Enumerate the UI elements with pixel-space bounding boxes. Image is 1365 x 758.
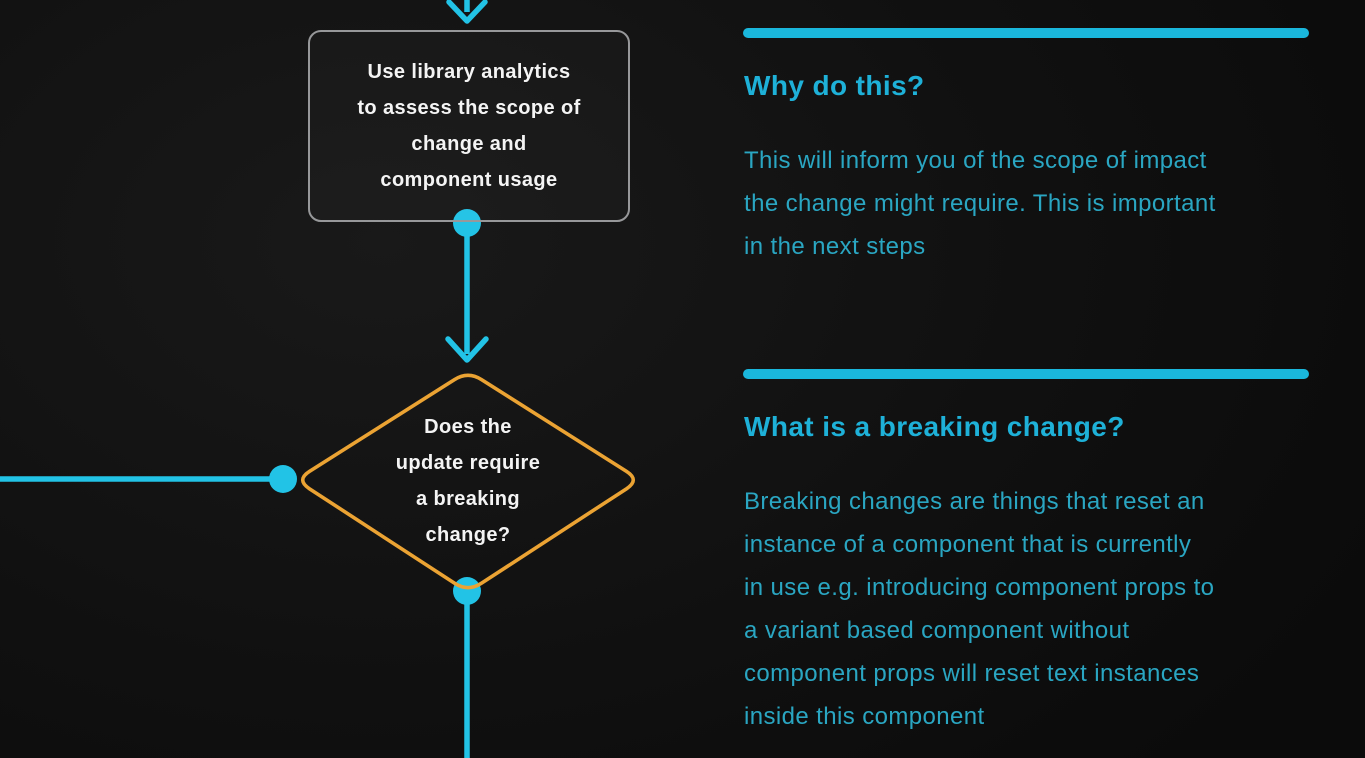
process-bottom-connection-dot[interactable] xyxy=(453,209,481,237)
decision-node-label: Does the update require a breaking chang… xyxy=(395,416,541,546)
note-body-why-do-this[interactable]: This will inform you of the scope of imp… xyxy=(744,147,1216,260)
process-node-library-analytics[interactable]: Use library analytics to assess the scop… xyxy=(308,30,630,222)
arrow-down-icon xyxy=(445,336,489,363)
note-heading-why-do-this[interactable]: Why do this? xyxy=(744,70,925,101)
connection-dots xyxy=(269,209,481,605)
note-divider-bar xyxy=(743,369,1309,379)
decision-left-connection-dot[interactable] xyxy=(269,465,297,493)
note-heading-breaking-change[interactable]: What is a breaking change? xyxy=(744,411,1125,442)
decision-bottom-connection-dot[interactable] xyxy=(453,577,481,605)
decision-diamond-shape[interactable] xyxy=(300,373,636,590)
process-to-decision-connector[interactable] xyxy=(445,223,489,363)
decision-node-breaking-change[interactable]: Does the update require a breaking chang… xyxy=(348,395,588,567)
note-body-breaking-change[interactable]: Breaking changes are things that reset a… xyxy=(744,488,1215,730)
cyan-connectors xyxy=(0,0,489,758)
incoming-arrow-icon[interactable] xyxy=(446,0,488,24)
process-node-label: Use library analytics to assess the scop… xyxy=(357,61,581,191)
note-divider-bar xyxy=(743,28,1309,38)
